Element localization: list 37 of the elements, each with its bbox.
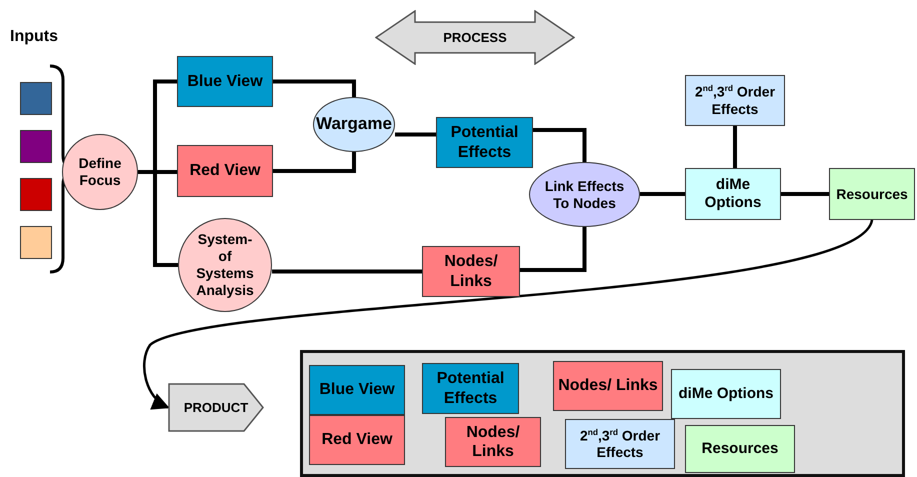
color-swatch bbox=[20, 178, 52, 211]
color-swatch bbox=[20, 82, 52, 115]
step-box: Nodes/ Links bbox=[422, 246, 520, 297]
connector-line bbox=[272, 270, 422, 274]
step-box: Blue View bbox=[177, 56, 273, 107]
connector-line bbox=[520, 227, 586, 272]
double-arrow: PROCESS bbox=[375, 10, 575, 65]
card: Nodes/ Links bbox=[445, 417, 541, 467]
connector-line bbox=[533, 128, 586, 162]
card: Nodes/ Links bbox=[553, 361, 663, 411]
step-box: 2$^{nd}$,3$^{rd}$ Order Effects bbox=[685, 75, 785, 126]
step-box: Red View bbox=[177, 145, 273, 197]
arrow bbox=[143, 219, 873, 409]
step-ellipse: Wargame bbox=[313, 97, 395, 152]
connector-line bbox=[640, 192, 685, 196]
card: 2$^{nd}$,3$^{rd}$ Order Effects bbox=[565, 419, 675, 469]
connector-line bbox=[733, 126, 737, 168]
pentagon-shape: PRODUCT bbox=[168, 383, 264, 432]
connector-line bbox=[781, 192, 829, 196]
card: Blue View bbox=[309, 365, 405, 415]
heading-label: Inputs bbox=[10, 28, 58, 46]
connector-line bbox=[273, 80, 356, 97]
step-ellipse: Link Effects To Nodes bbox=[529, 162, 640, 227]
connector-line bbox=[273, 152, 356, 173]
connector-line bbox=[395, 132, 436, 136]
product-panel bbox=[300, 350, 905, 477]
step-circle: Define Focus bbox=[62, 134, 138, 210]
color-swatch bbox=[20, 226, 52, 259]
card: diMe Options bbox=[671, 369, 781, 419]
step-box: Potential Effects bbox=[436, 117, 533, 168]
step-circle: System-of Systems Analysis bbox=[178, 218, 272, 312]
color-swatch bbox=[20, 130, 52, 163]
card: Resources bbox=[685, 425, 795, 473]
card: Potential Effects bbox=[422, 363, 519, 414]
step-box: Resources bbox=[829, 168, 915, 220]
card: Red View bbox=[309, 415, 405, 465]
step-box: diMe Options bbox=[685, 168, 781, 220]
